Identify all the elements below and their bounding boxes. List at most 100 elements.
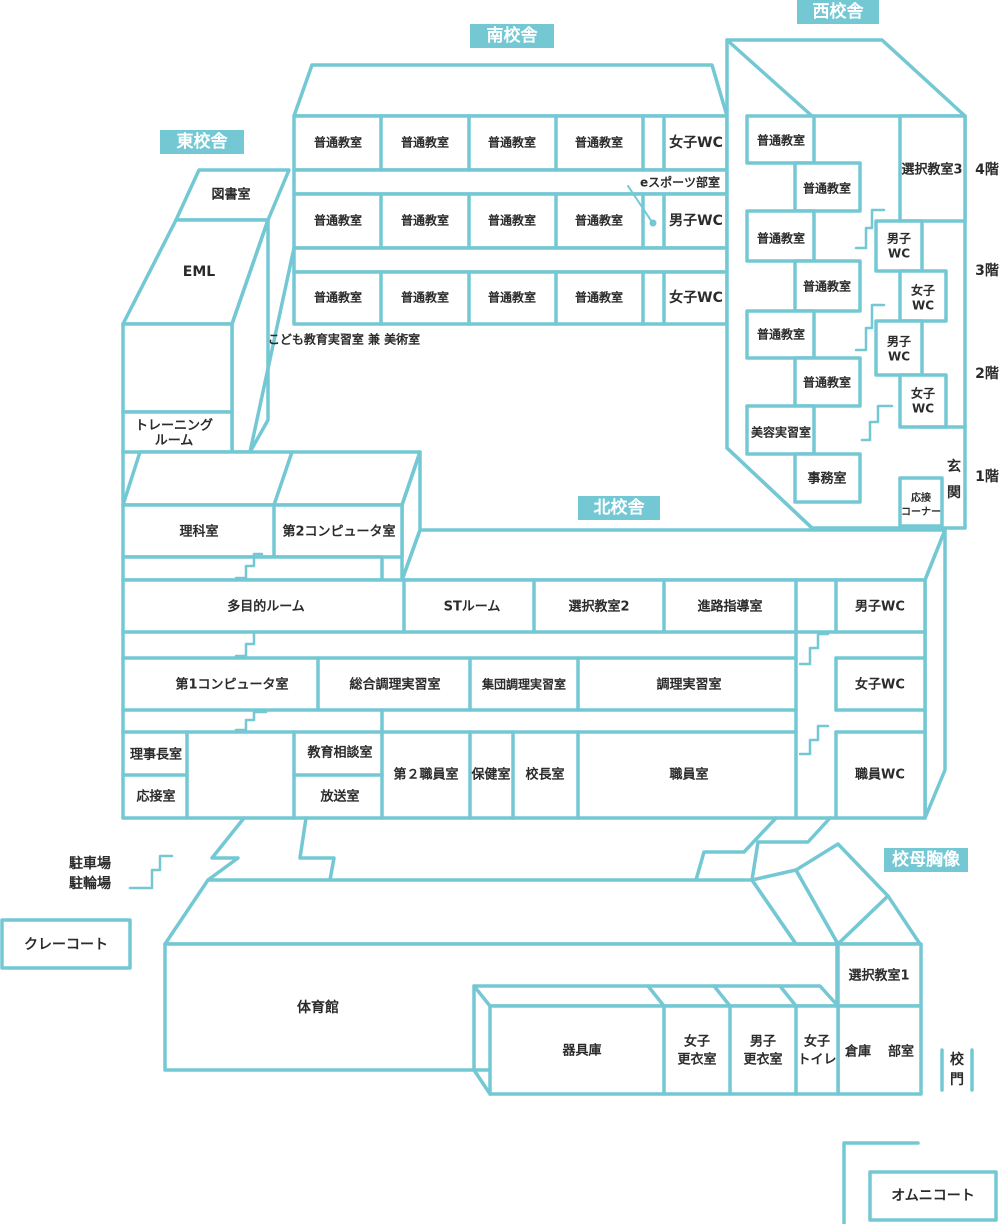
equipment-room: 器具庫 [561,1043,601,1059]
gate-label-2: 門 [950,1072,964,1088]
omni-court-fence [842,1141,920,1224]
west-female-wc-2f-1: 女子 [911,386,935,401]
south-r3-c4: 普通教室 [575,290,623,305]
clay-court [0,918,132,970]
north-female-wc: 女子WC [855,677,905,693]
svg-text:東校舎: 東校舎 [177,131,229,152]
west-classroom-3f-b: 普通教室 [803,279,851,294]
west-entrance-2: 関 [947,485,961,501]
west-classroom-2f-a: 普通教室 [757,327,805,342]
walkways [128,816,832,890]
girls-locker-1: 女子 [684,1034,710,1050]
north-principal: 校長室 [525,767,564,783]
south-esports-label: eスポーツ部室 [640,175,720,190]
south-r3-c3: 普通教室 [488,290,536,305]
south-building-tag: 南校舎 [470,24,554,48]
west-male-wc-3f-2: WC [888,247,910,261]
east-building-tag: 東校舎 [160,130,244,154]
west-entrance-1: 玄 [947,458,961,475]
north-male-wc: 男子WC [855,600,905,615]
gym-building [163,842,923,1096]
west-reception-1: 応接 [911,491,931,504]
south-r2-c2: 普通教室 [401,213,449,228]
west-female-wc-3f-1: 女子 [911,283,935,298]
south-r2-c1: 普通教室 [314,213,362,228]
west-male-wc-3f-1: 男子 [887,232,911,246]
west-male-wc-2f-2: WC [888,350,910,364]
south-r2-wc: 男子WC [669,213,723,229]
south-r1-c2: 普通教室 [401,135,449,150]
west-classroom-3f-a: 普通教室 [757,231,805,246]
north-st-room: STルーム [444,600,501,615]
west-office: 事務室 [807,471,846,487]
north-building [121,528,947,820]
svg-text:校母胸像: 校母胸像 [892,849,961,870]
north-cooking-general: 総合調理実習室 [349,677,440,693]
north-staff-wc: 職員WC [855,767,905,783]
north-broadcast: 放送室 [319,789,359,805]
south-r1-c1: 普通教室 [314,135,362,150]
west-female-wc-3f-2: WC [912,299,934,313]
north-building-tag: 北校舎 [578,496,660,520]
north-counseling: 教育相談室 [306,745,372,761]
west-classroom-2f-b: 普通教室 [803,375,851,390]
north-health: 保健室 [470,767,510,783]
south-r3-c1: 普通教室 [314,290,362,305]
south-r3-c2: 普通教室 [401,290,449,305]
east-kids-art: こども教育実習室 兼 美術室 [268,332,420,347]
west-building [725,38,967,530]
omni-court [868,1170,998,1222]
west-classroom-4f-b: 普通教室 [803,181,851,196]
north-chairman: 理事長室 [130,747,182,763]
south-r3-wc: 女子WC [669,289,723,306]
east-eml: EML [183,264,215,280]
esports-dot [649,219,657,227]
statue-tag: 校母胸像 [884,848,968,872]
south-r1-c3: 普通教室 [488,135,536,150]
elective1-room: 選択教室1 [848,968,909,984]
west-classroom-4f-a: 普通教室 [757,133,805,148]
svg-text:北校舎: 北校舎 [594,497,646,518]
north-career: 進路指導室 [697,599,762,615]
west-female-wc-2f-2: WC [912,402,934,416]
svg-text:南校舎: 南校舎 [487,25,539,46]
girls-locker-2: 更衣室 [677,1052,716,1068]
floor-label-2f: 2階 [975,365,999,382]
west-reception-2: コーナー [901,506,941,518]
west-elective3: 選択教室3 [901,162,962,178]
east-training-1: トレーニング [135,418,213,434]
north-cooking-group: 集団調理実習室 [481,677,566,692]
girls-toilet-2: トイレ [797,1053,836,1068]
south-r2-c4: 普通教室 [575,213,623,228]
west-male-wc-2f-1: 男子 [887,335,911,349]
east-library: 図書室 [211,187,250,203]
south-r1-c4: 普通教室 [575,135,623,150]
svg-text:西校舎: 西校舎 [813,1,865,22]
west-building-tag: 西校舎 [797,0,879,24]
clay-court-label: クレーコート [24,937,108,953]
east-building [121,168,422,582]
gym-label: 体育館 [297,999,339,1016]
esports-pointer [627,185,653,223]
north-staff: 職員室 [669,767,708,783]
floor-label-1f: 1階 [975,468,999,485]
omni-court-label: オムニコート [891,1188,975,1204]
south-r2-c3: 普通教室 [488,213,536,228]
east-computer2: 第2コンピュータ室 [282,524,395,540]
north-reception: 応接室 [136,789,175,805]
parking-label-1: 駐車場 [69,855,111,872]
north-computer1: 第1コンピュータ室 [175,677,288,693]
girls-toilet-1: 女子 [804,1034,830,1050]
storage-room: 倉庫 [844,1044,871,1060]
club-room: 部室 [888,1044,914,1060]
floor-label-4f: 4階 [975,161,999,178]
north-cooking: 調理実習室 [656,677,721,693]
gate-label-1: 校 [950,1051,965,1068]
south-r1-wc: 女子WC [669,134,723,151]
east-training-2: ルーム [155,434,194,449]
boys-locker-2: 更衣室 [743,1052,782,1068]
west-beauty-room: 美容実習室 [751,425,811,440]
north-multipurpose: 多目的ルーム [227,599,305,615]
east-science: 理科室 [179,524,218,540]
